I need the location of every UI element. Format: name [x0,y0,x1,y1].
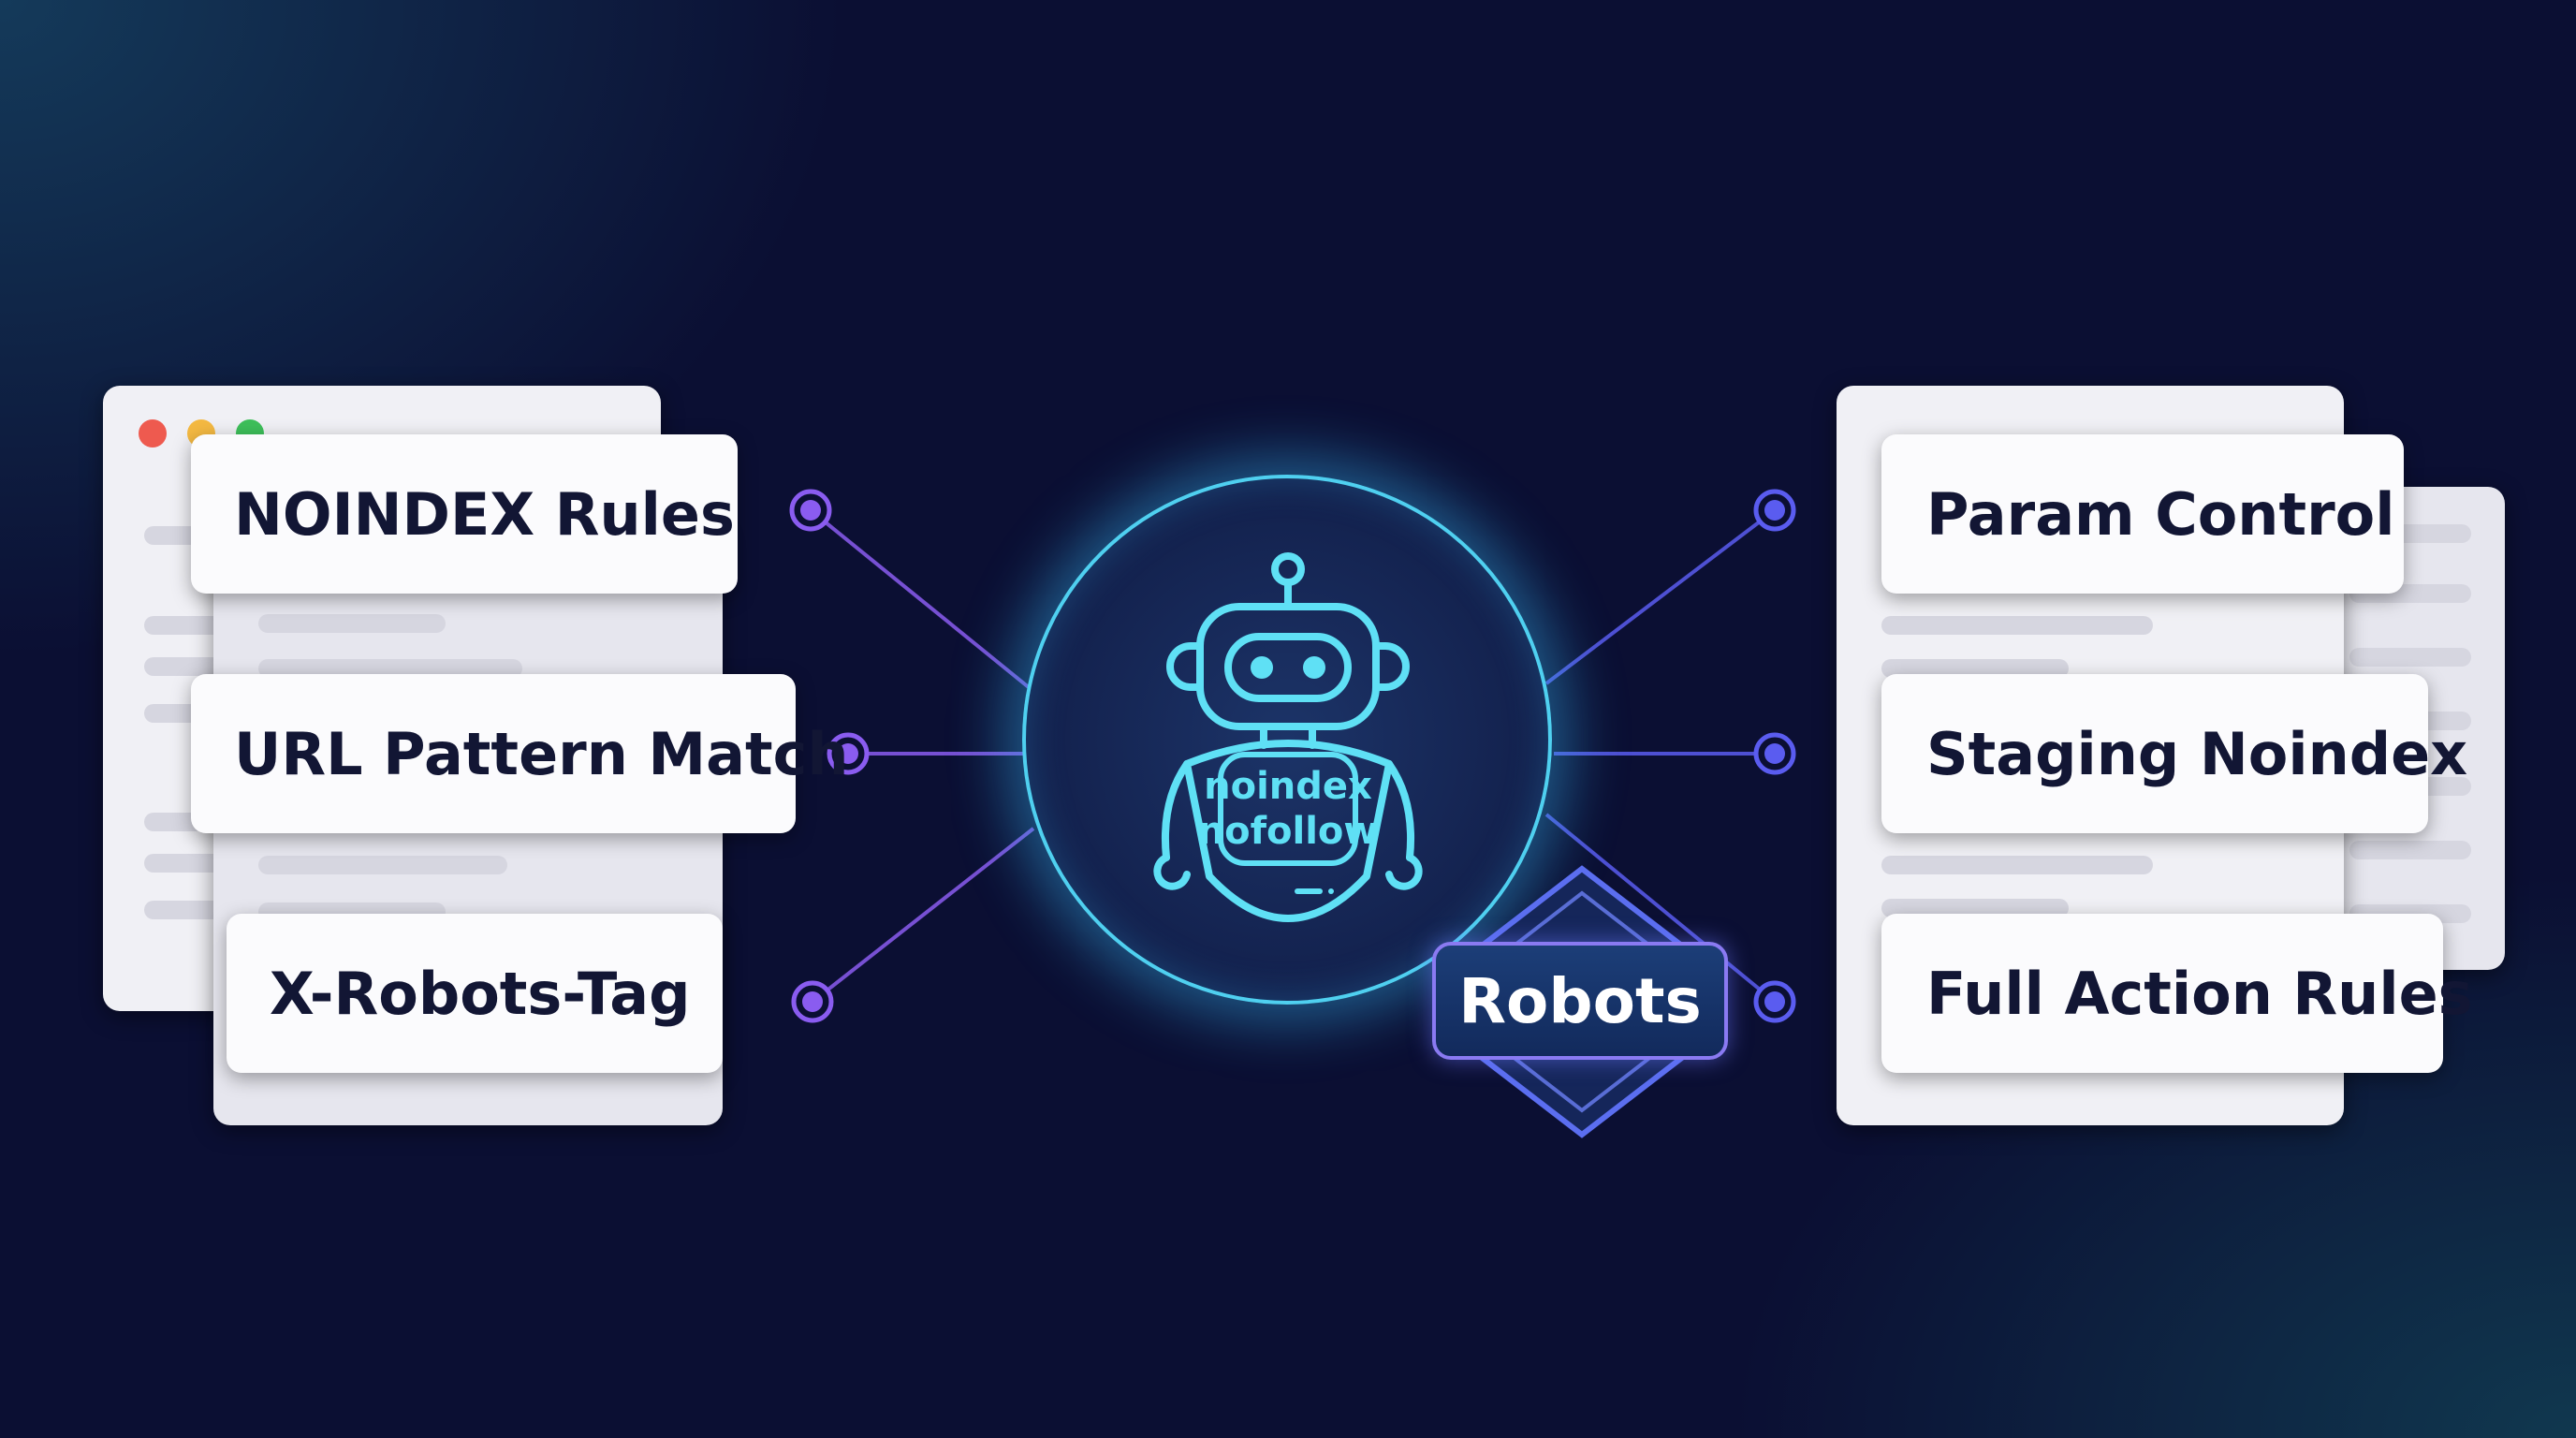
robots-badge: Robots [1432,942,1728,1060]
connector-right-3 [1544,813,1777,1004]
connector-right-3-node-core [1764,991,1785,1012]
connector-left-1-node-core [800,500,821,521]
connector-left-2-node-core [838,743,858,764]
connector-left-3-node-core [802,991,823,1012]
feature-card-noindex-rules: NOINDEX Rules [191,434,738,594]
connector-right-1 [1544,508,1777,685]
connector-left-1 [809,508,1032,690]
connector-left-3 [811,827,1035,1004]
feature-label: NOINDEX Rules [234,479,735,549]
connector-right-1-node-core [1764,500,1785,521]
feature-card-full-action-rules: Full Action Rules [1881,914,2473,1073]
feature-label: Full Action Rules [1926,959,2473,1028]
badge-label: Robots [1458,964,1702,1037]
robot-icon [1153,552,1423,922]
feature-card-url-pattern-match: URL Pattern Match [191,674,848,833]
feature-label: X-Robots-Tag [270,959,691,1028]
feature-card-x-robots-tag: X-Robots-Tag [227,914,723,1073]
connector-right-2-node-core [1764,743,1785,764]
feature-card-staging-noindex: Staging Noindex [1881,674,2467,833]
window-close-dot [139,419,167,448]
feature-label: Param Control [1926,479,2395,549]
robot-directive-nofollow: nofollow [1197,810,1379,853]
feature-label: URL Pattern Match [234,719,849,788]
robot-directive-noindex: noindex [1204,765,1372,808]
feature-label: Staging Noindex [1926,719,2468,788]
feature-card-param-control: Param Control [1881,434,2404,594]
